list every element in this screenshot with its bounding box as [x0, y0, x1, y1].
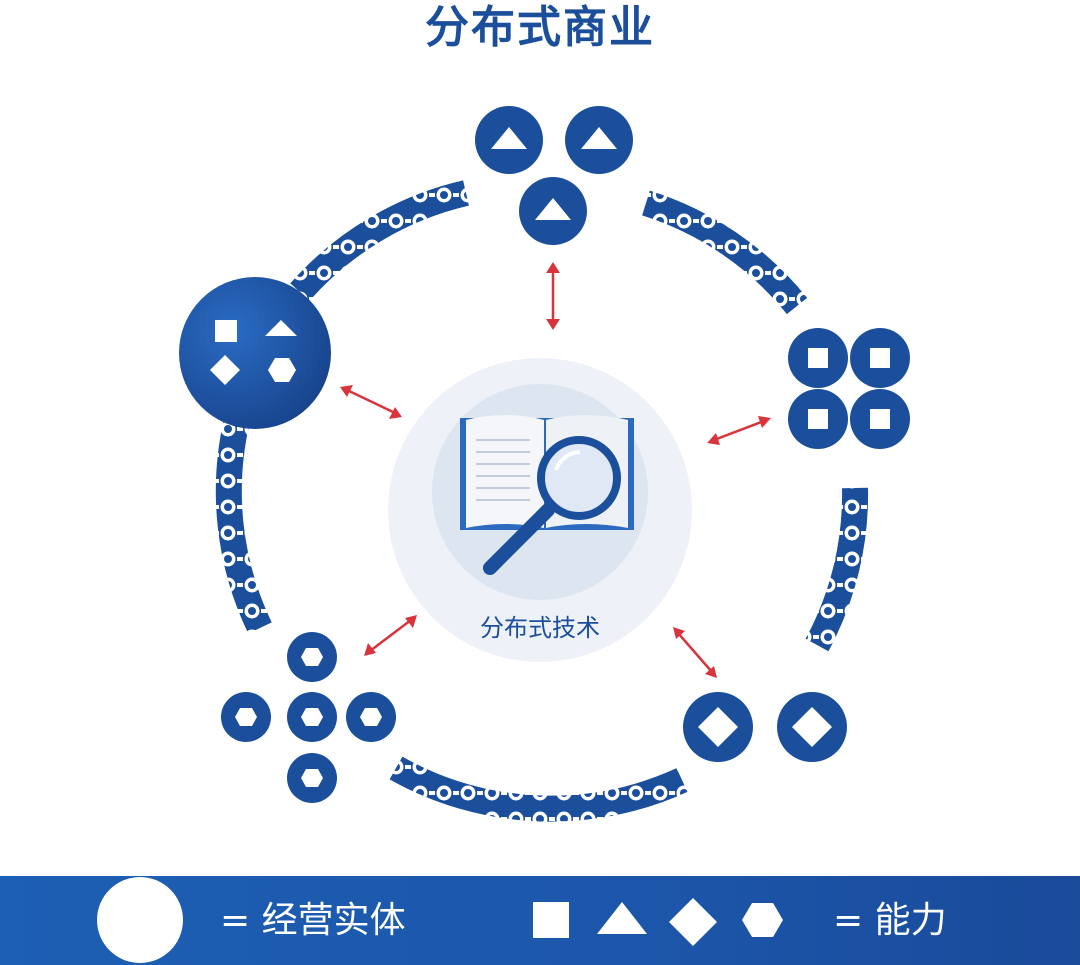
- triangle-icon: [597, 902, 647, 934]
- double-arrow-icon: [364, 615, 417, 656]
- top-entity-cluster: [475, 106, 633, 245]
- double-arrow-icon: [673, 627, 717, 678]
- chain-icon: [641, 190, 808, 315]
- legend-entity-text: = 经营实体: [220, 900, 406, 941]
- square-icon: [533, 902, 569, 938]
- square-icon: [788, 389, 848, 449]
- triangle-icon: [475, 106, 543, 174]
- chain-icon: [805, 487, 869, 652]
- hexagon-icon: [287, 692, 337, 742]
- hexagon-icon: [287, 632, 337, 682]
- center-node: [388, 358, 692, 662]
- legend-bar: = 经营实体 = 能力: [0, 876, 1080, 965]
- right-entity-cluster: [788, 328, 910, 449]
- hexagon-icon: [742, 903, 783, 937]
- upper-left-entity: [179, 277, 331, 429]
- legend-graphics: [97, 877, 783, 963]
- hexagon-icon: [346, 692, 396, 742]
- triangle-icon: [519, 177, 587, 245]
- lower-right-entity-cluster: [683, 692, 847, 762]
- chain-icon: [290, 180, 470, 301]
- connector-arrows: [340, 262, 771, 678]
- center-label: 分布式技术: [480, 614, 600, 642]
- diamond-icon: [669, 898, 717, 946]
- double-arrow-icon: [340, 385, 402, 419]
- chain-icon: [215, 417, 272, 634]
- chain-icon: [389, 756, 688, 822]
- distributed-business-diagram: [179, 106, 910, 822]
- triangle-icon: [565, 106, 633, 174]
- lower-left-entity-cluster: [221, 632, 396, 803]
- book-magnifier-icon: [460, 415, 634, 575]
- double-arrow-icon: [707, 416, 771, 445]
- diagram-title: 分布式商业: [425, 2, 655, 53]
- diamond-icon: [777, 692, 847, 762]
- hexagon-icon: [287, 753, 337, 803]
- square-icon: [850, 389, 910, 449]
- double-arrow-icon: [546, 262, 560, 330]
- diamond-icon: [683, 692, 753, 762]
- square-icon: [788, 328, 848, 388]
- mixed-shapes-icon: [210, 320, 297, 385]
- chain-segments: [215, 180, 869, 822]
- entity-circle-icon: [97, 877, 183, 963]
- square-icon: [850, 328, 910, 388]
- legend-capability-text: = 能力: [833, 900, 947, 941]
- hexagon-icon: [221, 692, 271, 742]
